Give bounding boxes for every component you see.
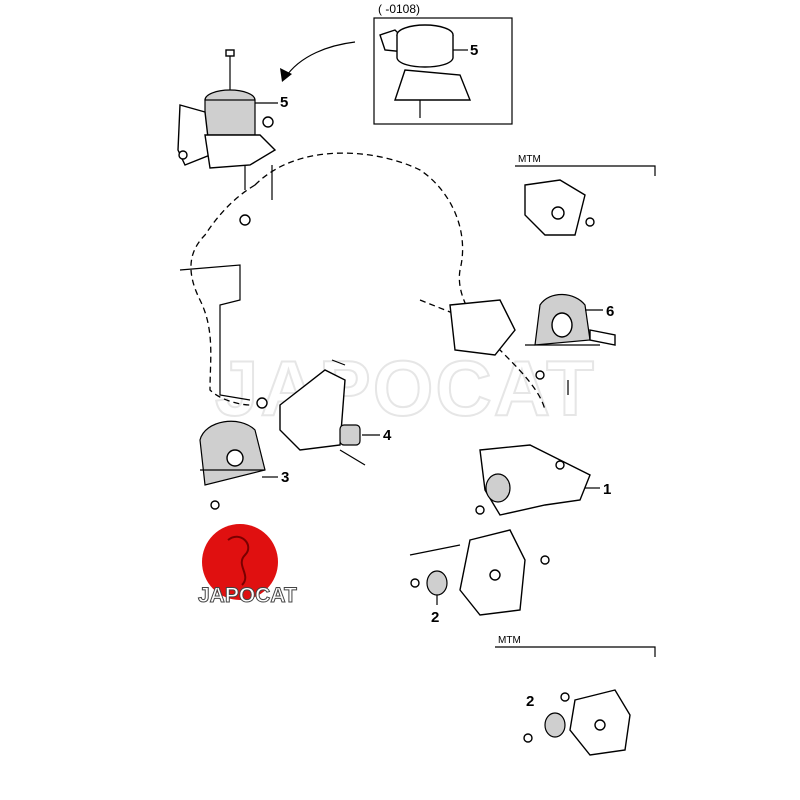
japocat-logo: JAPOCAT bbox=[198, 524, 297, 608]
left-mount-3 bbox=[199, 420, 266, 510]
rear-mount-1 bbox=[475, 444, 591, 516]
watermark: JAPOCAT bbox=[215, 344, 596, 432]
callout-4: 4 bbox=[383, 427, 392, 444]
mtm-bracket-bottom bbox=[495, 646, 656, 657]
callout-6: 6 bbox=[606, 303, 614, 320]
mtm-bracket-2-part bbox=[523, 689, 631, 756]
logo-text: JAPOCAT bbox=[198, 584, 297, 607]
lower-bracket-2 bbox=[409, 529, 550, 616]
front-engine-mount bbox=[177, 49, 277, 226]
callout-2-mtm: 2 bbox=[526, 693, 534, 710]
rear-mount-6 bbox=[449, 293, 616, 395]
arrow-icon bbox=[284, 41, 356, 79]
mtm-label-bottom: MTM bbox=[498, 635, 521, 646]
callout-5: 5 bbox=[280, 94, 288, 111]
callout-2: 2 bbox=[431, 609, 439, 626]
callout-3: 3 bbox=[281, 469, 289, 486]
engine-block-edge bbox=[179, 264, 251, 401]
callout-1: 1 bbox=[603, 481, 611, 498]
arrow-head-icon bbox=[280, 68, 292, 82]
callout-5-inset: 5 bbox=[470, 42, 478, 59]
inset-frame bbox=[373, 17, 513, 125]
mtm-label-top: MTM bbox=[518, 154, 541, 165]
bracket-4 bbox=[256, 359, 366, 466]
mtm-bracket-top bbox=[515, 165, 656, 176]
inset-caption: ( -0108) bbox=[378, 2, 420, 16]
mtm-bracket-part bbox=[524, 179, 595, 236]
inset-engine-mount bbox=[379, 24, 472, 118]
